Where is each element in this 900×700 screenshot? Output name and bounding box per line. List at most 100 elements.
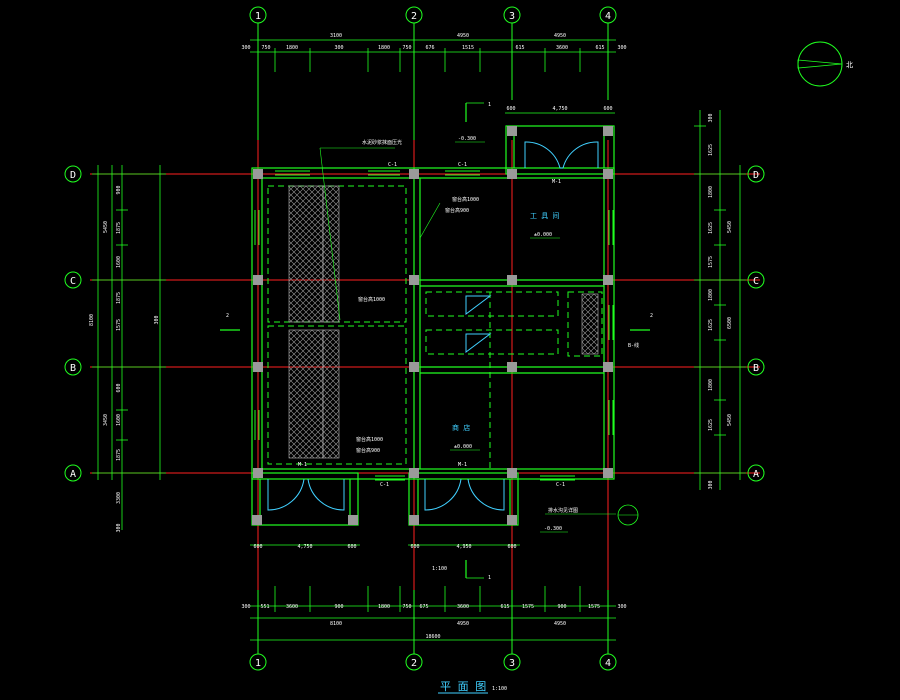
axis-label-c-right: C — [753, 276, 759, 287]
axis-label-c-left: C — [70, 276, 76, 287]
note-sill-bottom: 窗台高900 — [356, 447, 380, 454]
dim-bottom-detail: 300 — [241, 604, 250, 610]
dim-top-detail: 1800 — [378, 45, 390, 51]
section-mark-top: 1 — [488, 102, 491, 108]
dim-bottom-detail: 300 — [617, 604, 626, 610]
annotations: 水泥砂浆抹面压光 窗台高1000 窗台高900 窗台高1000 窗台高1000 … — [220, 102, 653, 581]
dim-left-inner: 1575 — [116, 319, 122, 331]
note-window-bottom: 窗台高1000 — [356, 436, 383, 443]
dim-right-text: 5450 6500 5450 300 1625 1800 1625 1575 1… — [708, 113, 733, 489]
c1-label-bottom2: C-1 — [556, 482, 565, 488]
section-mark-right: 2 — [650, 313, 653, 319]
c1-label-top2: C-1 — [458, 162, 467, 168]
note-window-top: 窗台高1000 — [452, 196, 479, 203]
dimension-ticks — [92, 34, 746, 646]
dim-bottom-detail: 1575 — [588, 604, 600, 610]
dim-bottom-detail: 750 — [402, 604, 411, 610]
axis-label-b-right: B — [753, 363, 759, 374]
dim-top-detail: 300 — [334, 45, 343, 51]
dim-right-inner: 1800 — [708, 379, 714, 391]
note-sill-top: 窗台高900 — [445, 207, 469, 214]
dimension-lines — [97, 39, 741, 641]
axis-label-d-right: D — [753, 170, 759, 181]
north-arrow-icon: 北 — [797, 41, 853, 87]
dim-left-inner: 900 — [116, 185, 122, 194]
title-main: 平 面 图 — [440, 680, 486, 693]
dim-left-inner: 300 — [116, 523, 122, 532]
dim-left-inner: 300 — [154, 315, 160, 324]
m1-label-mid: M-1 — [458, 462, 467, 468]
note-bottom-scale: 1:100 — [432, 566, 447, 572]
dim-right-inner: 1625 — [708, 144, 714, 156]
axis-labels: 1 2 3 4 1 2 3 4 D C B A D C B A — [70, 11, 759, 669]
dim-right-inner: 1800 — [708, 289, 714, 301]
section-mark-left: 2 — [226, 313, 229, 319]
windows — [254, 170, 614, 481]
dim-right-inner: 1575 — [708, 256, 714, 268]
dim-bottom-door-mid: 600 — [507, 544, 516, 550]
c1-label-top: C-1 — [388, 162, 397, 168]
dim-bottom-detail: 615 — [500, 604, 509, 610]
dim-left-outer: 8100 — [89, 314, 95, 326]
walls — [251, 125, 615, 526]
dim-left-inner: 3300 — [116, 492, 122, 504]
m1-label-left: M-1 — [298, 462, 307, 468]
dim-bottom-total: 18600 — [425, 634, 440, 640]
dim-top-detail: 676 — [425, 45, 434, 51]
dim-top-detail: 750 — [261, 45, 270, 51]
dim-left-outer: 3450 — [103, 414, 109, 426]
axis-label-4-bottom: 4 — [605, 658, 611, 669]
dim-left-inner: 1875 — [116, 292, 122, 304]
dim-left-text: 5450 8100 3450 900 1875 1600 1875 1575 6… — [89, 185, 160, 532]
dim-top-door: 600 — [506, 106, 515, 112]
dim-bottom-door-left: 600 — [253, 544, 262, 550]
dim-bottom-detail: 900 — [334, 604, 343, 610]
axis-label-3-bottom: 3 — [509, 658, 515, 669]
doors — [267, 141, 599, 511]
dim-top-door: 600 — [603, 106, 612, 112]
dim-bottom-door-mid: 4,950 — [456, 544, 471, 550]
dim-left-inner: 1875 — [116, 222, 122, 234]
dim-left-outer: 5450 — [103, 221, 109, 233]
dim-bottom-detail: 551 — [260, 604, 269, 610]
dimension-text: 3100 4950 4950 300 750 1800 300 1800 750… — [241, 33, 626, 640]
dim-top-door: 4,750 — [552, 106, 567, 112]
dim-top-detail: 615 — [515, 45, 524, 51]
axis-label-a-left: A — [70, 469, 76, 480]
dim-right-inner: 1800 — [708, 186, 714, 198]
axis-label-2-bottom: 2 — [411, 658, 417, 669]
axis-label-1-bottom: 1 — [255, 658, 261, 669]
axis-label-d-left: D — [70, 170, 76, 181]
axis-label-a-right: A — [753, 469, 759, 480]
dim-top-detail: 300 — [617, 45, 626, 51]
note-window-mid: 窗台高1000 — [358, 296, 385, 303]
dim-right-outer: 5450 — [727, 221, 733, 233]
dim-top-detail: 300 — [241, 45, 250, 51]
north-label: 北 — [846, 61, 853, 69]
dim-right-inner: 300 — [708, 480, 714, 489]
room-toolroom-label: 工 具 间 — [530, 212, 559, 220]
note-top: 水泥砂浆抹面压光 — [362, 139, 402, 146]
dim-left-inner: 1875 — [116, 449, 122, 461]
dim-right-inner: 1625 — [708, 319, 714, 331]
section-mark-bottom: 1 — [488, 575, 491, 581]
dim-bottom-detail: 675 — [419, 604, 428, 610]
dim-left-inner: 1600 — [116, 414, 122, 426]
dim-right-inner: 300 — [708, 113, 714, 122]
hatched-panels — [288, 185, 599, 459]
dim-top-overall-3: 4950 — [554, 33, 566, 39]
dim-bottom-detail: 900 — [557, 604, 566, 610]
room-shop-label: 商 店 — [452, 423, 470, 432]
dim-bottom-detail: 1800 — [378, 604, 390, 610]
room-shop-elev: ±0.000 — [454, 444, 472, 450]
dim-bottom-detail: 3600 — [457, 604, 469, 610]
axis-label-2-top: 2 — [411, 11, 417, 22]
dim-bottom-detail: 3600 — [286, 604, 298, 610]
axis-label-1-top: 1 — [255, 11, 261, 22]
dim-left-inner: 1600 — [116, 256, 122, 268]
room-toolroom-elev: ±0.000 — [534, 232, 552, 238]
columns — [252, 126, 613, 525]
elev-top: -0.300 — [458, 136, 476, 142]
dim-top-overall-1: 3100 — [330, 33, 342, 39]
